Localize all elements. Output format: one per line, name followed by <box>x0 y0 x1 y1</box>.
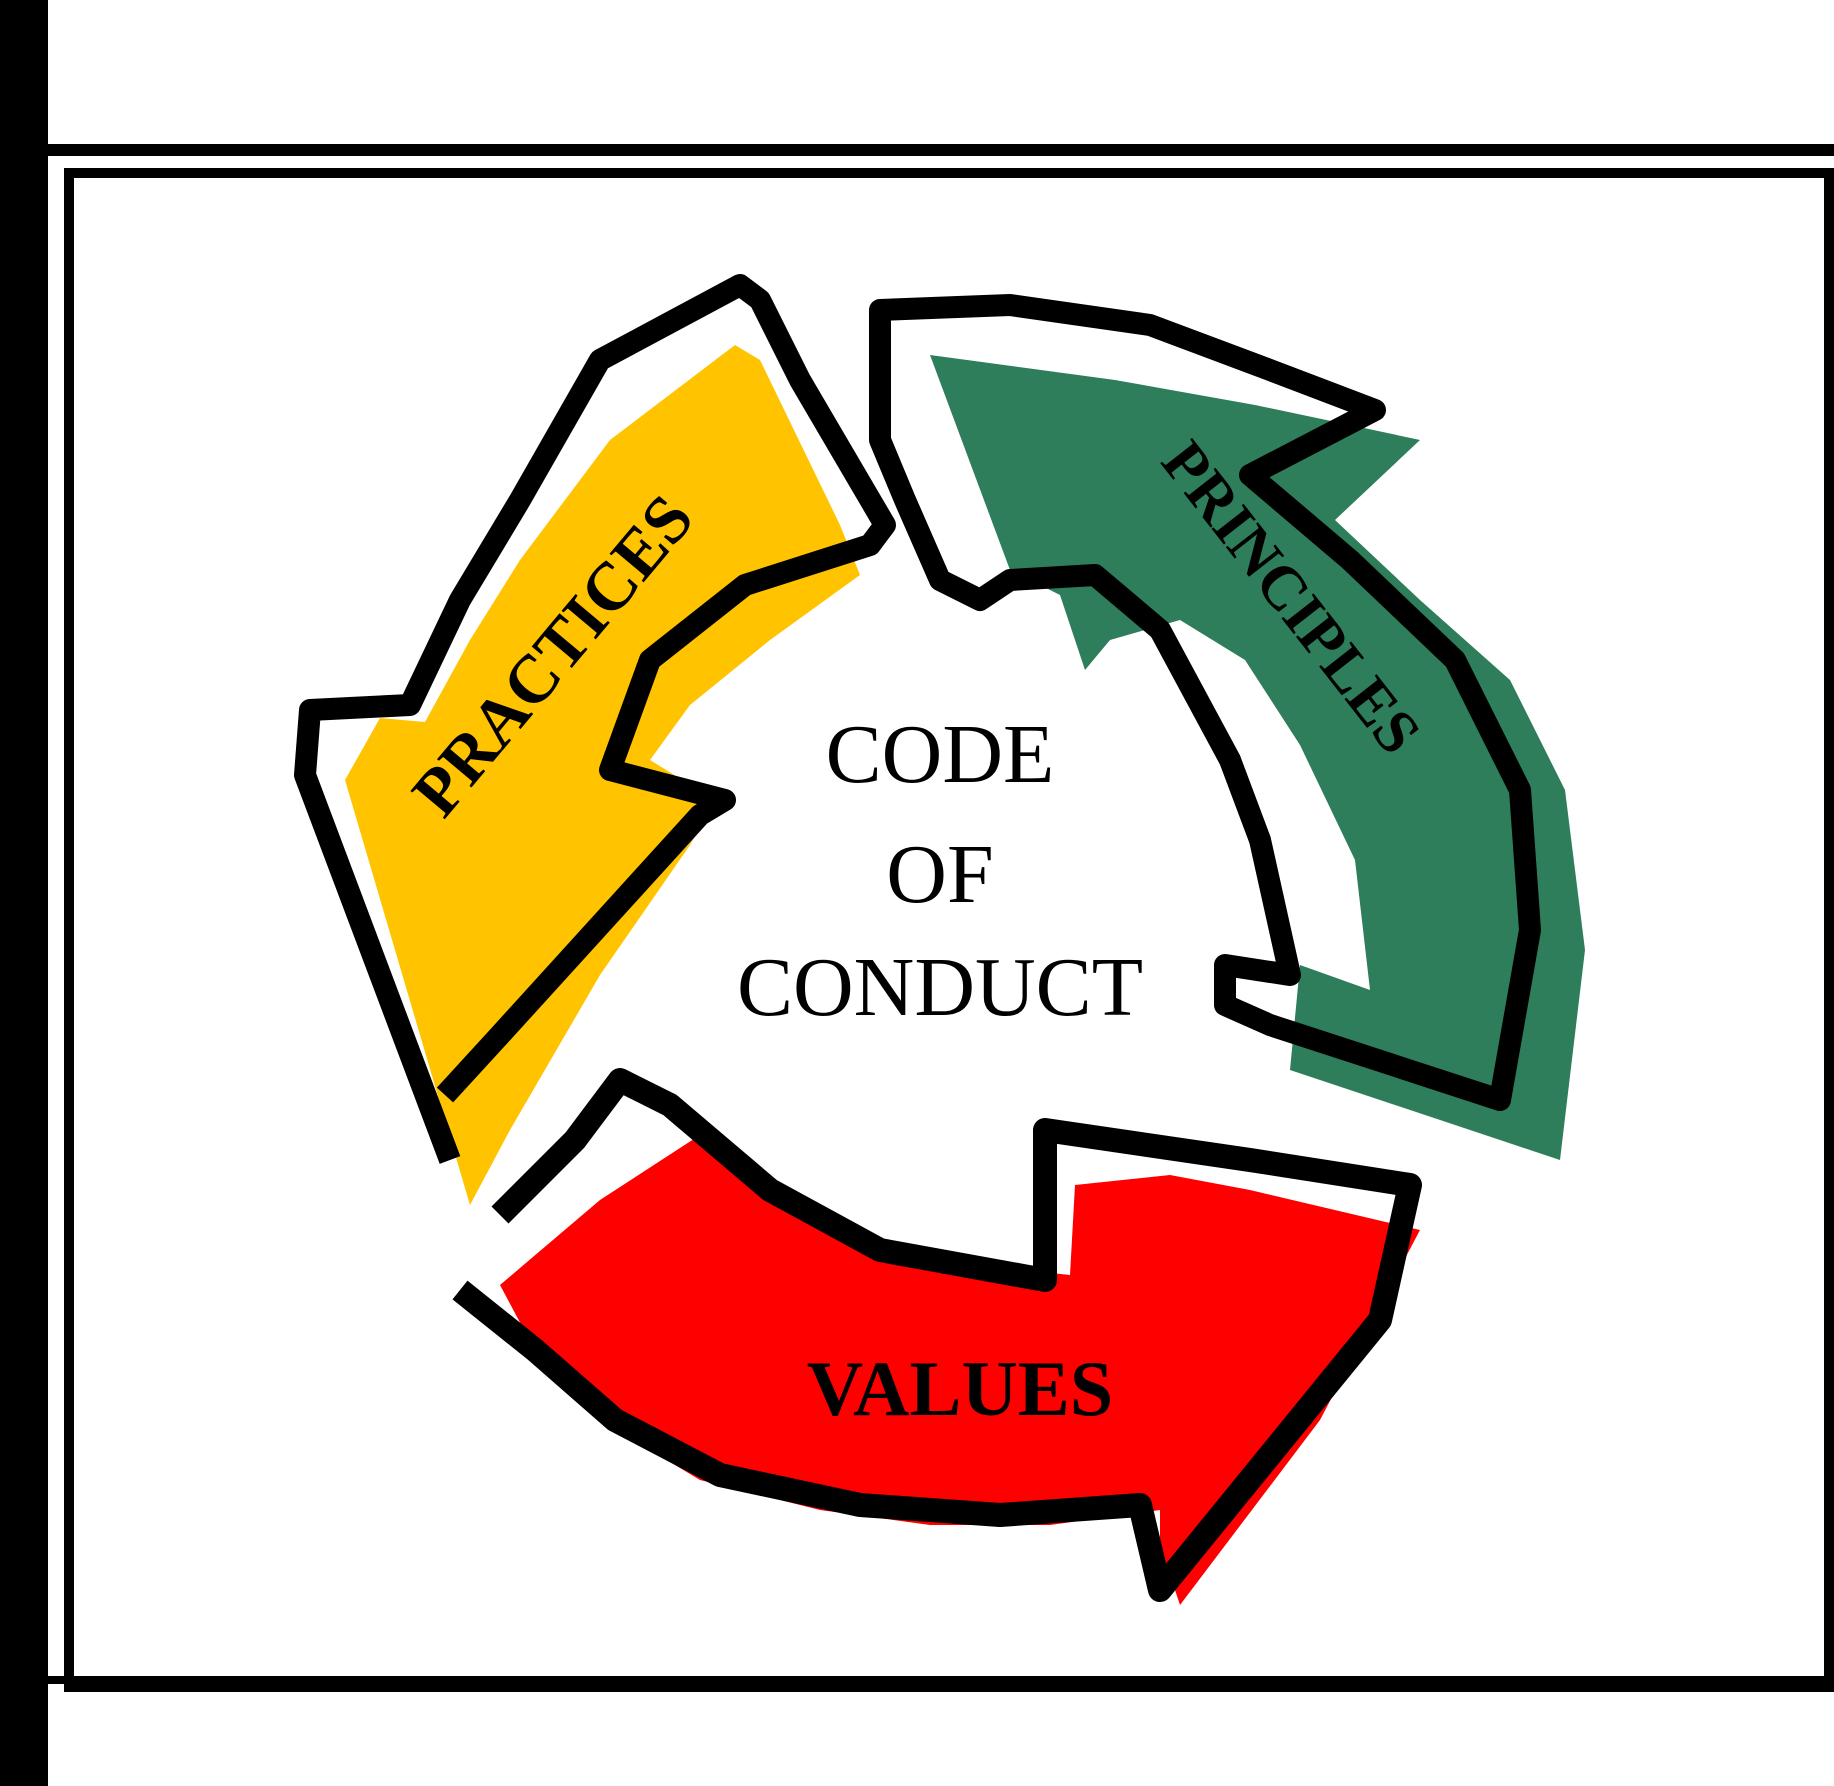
values-label: VALUES <box>807 1345 1113 1432</box>
center-text-line-2: OF <box>886 828 993 921</box>
principles-arrow-shadow <box>930 355 1585 1160</box>
center-text-group: CODE OF CONDUCT <box>737 708 1143 1034</box>
center-text-line-1: CODE <box>826 708 1055 801</box>
top-divider <box>48 144 1834 156</box>
values-arrow-outline <box>452 1068 1422 1602</box>
practices-arrow: PRACTICES <box>294 274 896 1205</box>
principles-arrow-outline <box>869 294 1541 1111</box>
bottom-divider <box>48 1676 1834 1684</box>
values-arrow: VALUES <box>452 1068 1422 1605</box>
center-text-line-3: CONDUCT <box>737 941 1143 1034</box>
practices-arrow-outline <box>294 274 896 1164</box>
